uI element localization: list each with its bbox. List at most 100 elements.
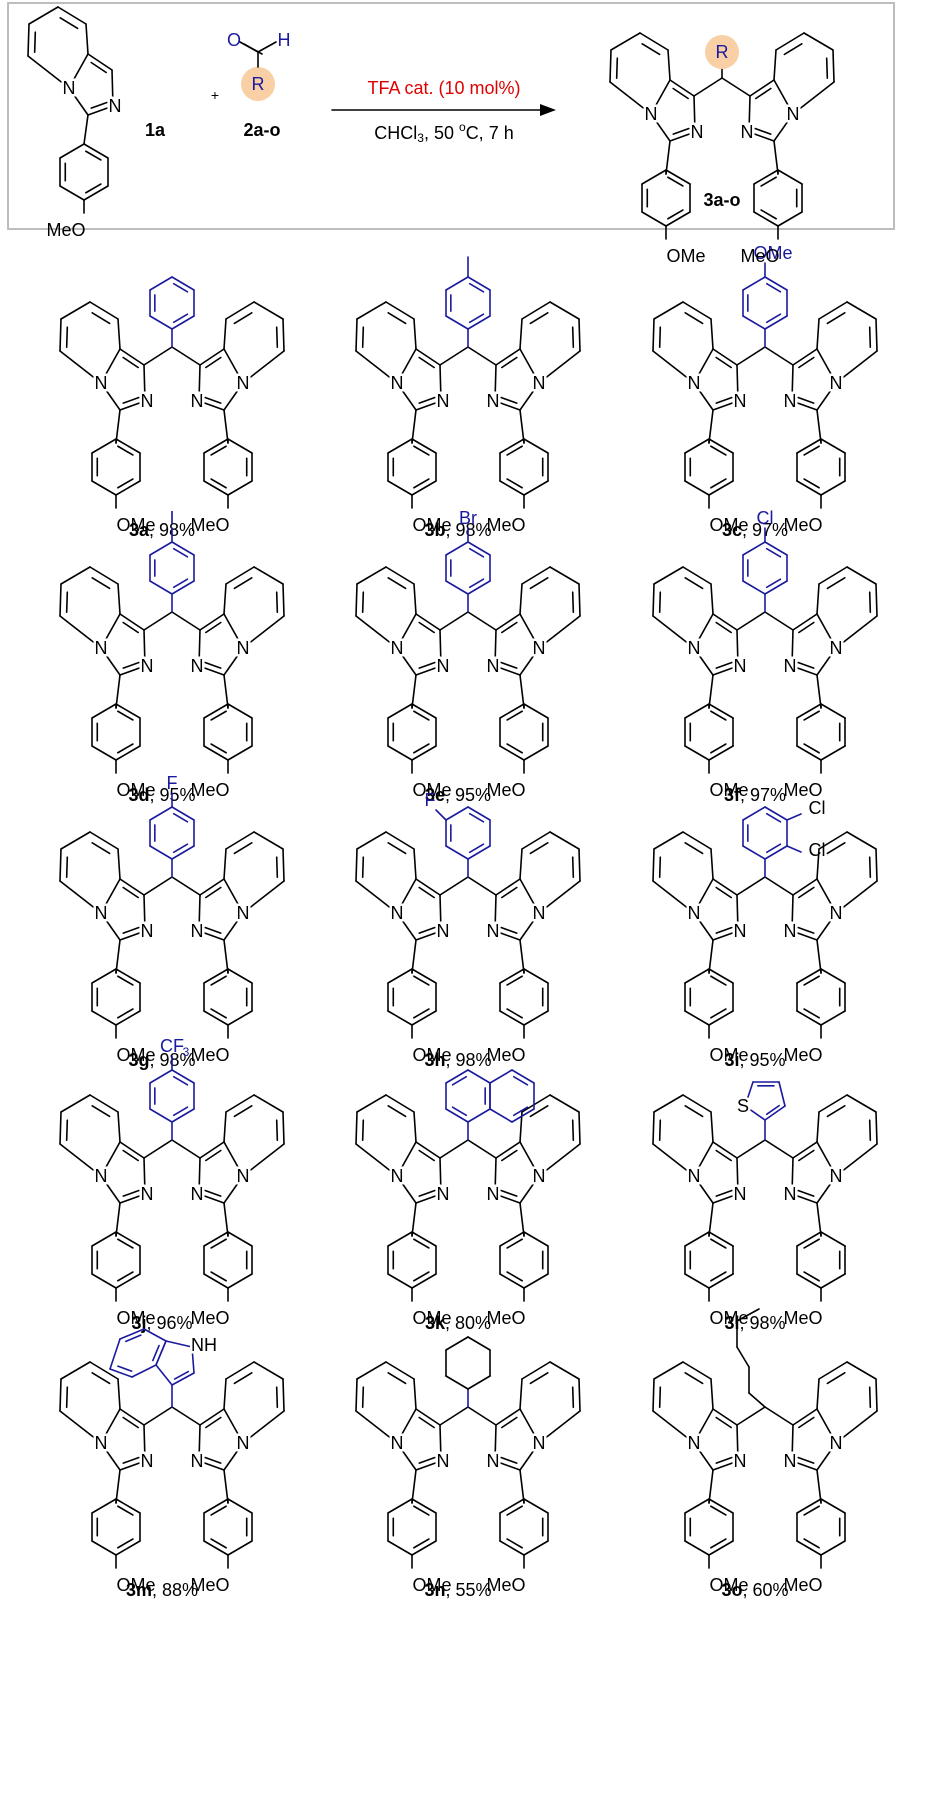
product-label: 3n, 55%	[424, 1580, 491, 1600]
bond	[710, 1538, 727, 1549]
bond	[396, 1408, 417, 1444]
bond	[467, 541, 491, 556]
bond	[90, 101, 108, 109]
nitrogen-label: N	[487, 656, 500, 676]
bond	[816, 1202, 822, 1237]
r-group-highlight	[241, 67, 275, 101]
bond	[115, 939, 121, 974]
yield-value: , 95%	[739, 1050, 785, 1070]
bond	[501, 356, 518, 369]
bond	[667, 209, 684, 220]
bond	[415, 1141, 441, 1159]
bond	[792, 1408, 818, 1426]
bond	[816, 878, 837, 914]
product-label: 3a-o	[703, 190, 740, 210]
bond	[468, 282, 485, 293]
bond	[89, 1361, 119, 1380]
compound-id: 3j	[131, 1313, 146, 1333]
bond	[778, 1081, 786, 1107]
bond	[494, 400, 521, 411]
hydrogen-label: H	[278, 30, 291, 50]
bond	[65, 1119, 69, 1141]
bond	[500, 926, 518, 934]
bond	[538, 1143, 581, 1177]
bond	[803, 1238, 820, 1249]
bond	[415, 878, 441, 896]
bond	[710, 975, 727, 986]
bond	[210, 1008, 227, 1019]
bond	[708, 1202, 714, 1237]
bond	[875, 583, 878, 617]
bond	[85, 23, 89, 55]
bond	[665, 140, 671, 175]
bond	[227, 1273, 253, 1289]
substituent-label: I	[169, 508, 174, 528]
methoxy-label: OMe	[412, 1045, 451, 1065]
methoxy-label: OMe	[709, 515, 748, 535]
bond	[499, 1498, 525, 1514]
bond	[796, 703, 822, 719]
bond	[791, 629, 794, 667]
bond	[797, 396, 815, 404]
bond	[149, 580, 173, 595]
bond	[227, 968, 253, 984]
bond	[122, 1189, 140, 1197]
bond	[100, 1175, 121, 1204]
indole-nh-label: NH	[191, 1335, 217, 1355]
nitrogen-label: N	[391, 1166, 404, 1186]
bond	[68, 87, 89, 116]
bond	[615, 57, 619, 79]
yield-value: , 97%	[740, 785, 786, 805]
bond	[439, 1139, 469, 1159]
bond	[803, 445, 820, 456]
bond	[171, 1406, 201, 1426]
bond	[115, 480, 141, 496]
bond	[658, 326, 662, 348]
bond	[538, 1410, 581, 1444]
bond	[816, 318, 820, 350]
bond	[832, 49, 835, 83]
bond	[523, 745, 549, 761]
nitrogen-label: N	[63, 78, 76, 98]
bond	[820, 438, 846, 454]
bond	[233, 576, 253, 590]
bond	[506, 478, 523, 489]
bond	[742, 845, 766, 860]
bond	[764, 1406, 794, 1426]
bond	[500, 661, 518, 669]
bond	[396, 613, 417, 649]
bond	[387, 841, 407, 855]
bond	[223, 409, 229, 444]
bond	[708, 968, 734, 984]
bond	[451, 1075, 468, 1086]
bond	[413, 583, 417, 615]
nitrogen-label: N	[784, 921, 797, 941]
bond	[171, 876, 201, 896]
methoxy-label: MeO	[190, 1308, 229, 1328]
bond	[149, 276, 173, 291]
bond	[495, 348, 521, 366]
bond	[791, 1157, 794, 1195]
bond	[736, 876, 766, 896]
bond	[693, 613, 714, 649]
bond	[653, 301, 684, 320]
bond	[796, 438, 822, 454]
methoxy-label: MeO	[46, 220, 85, 240]
bond	[835, 1143, 878, 1177]
nitrogen-label: N	[830, 638, 843, 658]
bond	[529, 311, 549, 325]
reactant-label: 1a	[145, 120, 166, 140]
bond	[816, 583, 820, 615]
bond	[506, 1271, 523, 1282]
bond	[355, 615, 398, 649]
bond	[641, 42, 661, 56]
bond	[753, 211, 779, 227]
bond	[549, 831, 580, 850]
bond	[639, 32, 669, 51]
nitrogen-label: N	[95, 1166, 108, 1186]
bond	[205, 621, 222, 634]
bond	[385, 1094, 415, 1113]
methoxy-label: MeO	[486, 1308, 525, 1328]
bond	[439, 1406, 469, 1426]
bond	[172, 1106, 189, 1117]
